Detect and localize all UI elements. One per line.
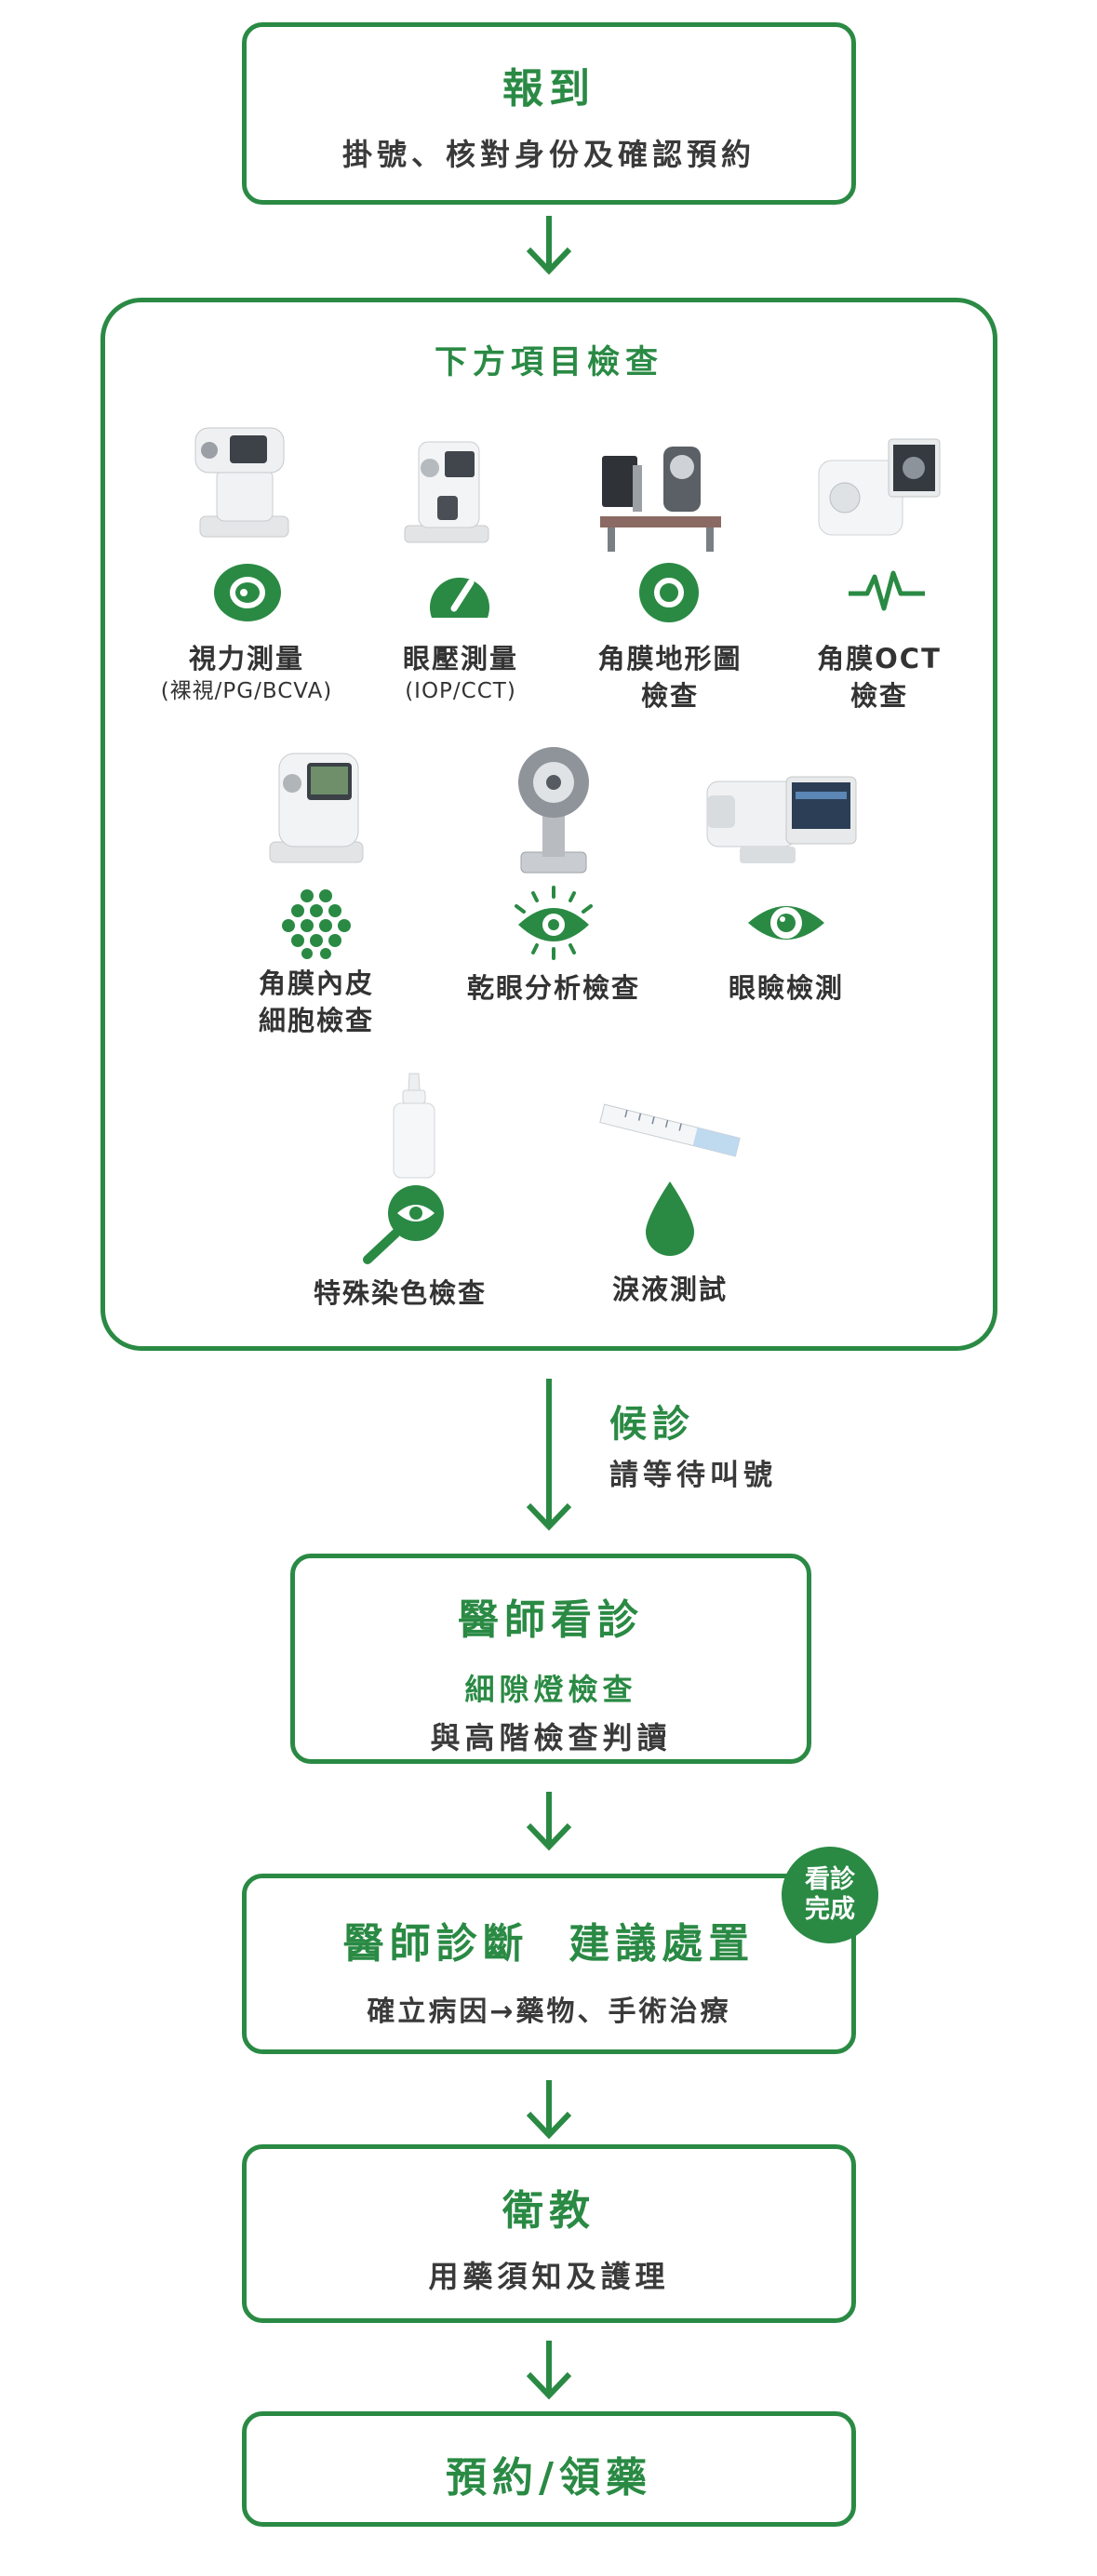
education-subtitle: 用藥須知及護理 <box>428 2259 670 2294</box>
arrow-down-icon <box>526 2341 572 2400</box>
final-title: 預約/領藥 <box>445 2454 653 2502</box>
checkin-title: 報到 <box>502 65 595 113</box>
exam-label-endothelium: 角膜內皮 細胞檢查 <box>209 965 423 1039</box>
gauge-icon <box>430 577 489 618</box>
diagnosis-subtitle: 確立病因→藥物、手術治療 <box>367 1995 731 2028</box>
test-strip-image <box>599 1103 741 1157</box>
exam-label-iop-text: 眼壓測量 <box>402 643 518 674</box>
exam-label-tear-text: 淚液測試 <box>611 1274 728 1305</box>
diagnosis-box: 醫師診斷 建議處置 確立病因→藥物、手術治療 <box>242 1874 856 2054</box>
checkin-subtitle: 掛號、核對身份及確認預約 <box>341 137 756 172</box>
exam-label-staining-text: 特殊染色檢查 <box>313 1277 487 1309</box>
exam-label-topography: 角膜地形圖 檢查 <box>558 640 782 714</box>
target-ring-icon <box>639 563 699 622</box>
arrow-down-icon <box>526 1792 572 1851</box>
education-title: 衛教 <box>502 2187 595 2235</box>
exam-panel-title: 下方項目檢查 <box>434 344 663 381</box>
autorefractor-image <box>194 427 289 538</box>
exam-label-dry-eye-text: 乾眼分析檢查 <box>466 972 640 1004</box>
checkin-box: 報到 掛號、核對身份及確認預約 <box>242 22 856 205</box>
pulse-line-icon <box>849 570 925 611</box>
exam-label-staining: 特殊染色檢查 <box>279 1275 521 1312</box>
exam-label-topography-line2: 檢查 <box>640 680 699 712</box>
tonometer-image <box>404 441 489 543</box>
arrow-down-icon <box>526 2080 572 2140</box>
eye-circle-icon <box>214 564 281 621</box>
droplet-icon <box>646 1181 694 1256</box>
eye-rays-icon <box>515 886 593 960</box>
dry-eye-analyzer-image <box>518 747 589 874</box>
waiting-title: 候診 <box>609 1403 695 1446</box>
eye-icon <box>748 906 824 940</box>
exam-label-eyelid: 眼瞼檢測 <box>689 969 884 1007</box>
eyelid-scanner-image <box>706 776 857 863</box>
specular-microscope-image <box>269 753 364 863</box>
doctor-title: 醫師看診 <box>458 1596 644 1644</box>
completed-badge-text: 看診完成 <box>805 1865 855 1924</box>
oct-scanner-image <box>818 438 941 536</box>
exam-label-oct-line1: 角膜OCT <box>817 643 942 674</box>
doctor-line1: 細隙燈檢查 <box>464 1672 637 1707</box>
exam-label-endothelium-line1: 角膜內皮 <box>258 968 374 999</box>
exam-label-vision-text: 視力測量 <box>188 643 304 674</box>
exam-label-oct-line2: 檢查 <box>850 680 908 712</box>
magnifier-eye-icon <box>363 1185 444 1264</box>
cell-cluster-icon <box>282 889 351 959</box>
diagnosis-title: 醫師診斷 建議處置 <box>342 1920 756 1968</box>
arrow-down-icon <box>526 1379 572 1531</box>
waiting-subtitle: 請等待叫號 <box>609 1459 777 1492</box>
exam-label-dry-eye: 乾眼分析檢查 <box>437 969 670 1007</box>
exam-note-iop: (IOP/CCT) <box>405 679 516 703</box>
final-box: 預約/領藥 <box>242 2411 856 2527</box>
exam-label-eyelid-text: 眼瞼檢測 <box>728 972 844 1004</box>
exam-note-vision: (裸視/PG/BCVA) <box>160 679 333 703</box>
exam-label-endothelium-line2: 細胞檢查 <box>258 1005 374 1036</box>
topographer-image <box>600 447 721 552</box>
doctor-box: 醫師看診 細隙燈檢查 與高階檢查判讀 <box>290 1554 811 1764</box>
arrow-down-icon <box>526 216 572 275</box>
dye-bottle-image <box>393 1073 435 1179</box>
completed-badge: 看診完成 <box>782 1847 878 1943</box>
exam-label-topography-line1: 角膜地形圖 <box>597 643 742 674</box>
exam-label-tear: 淚液測試 <box>572 1271 768 1308</box>
exam-label-oct: 角膜OCT 檢查 <box>777 640 982 714</box>
exam-label-iop: 眼壓測量 (IOP/CCT) <box>344 640 577 705</box>
education-box: 衛教 用藥須知及護理 <box>242 2144 856 2323</box>
exam-label-vision: 視力測量 (裸視/PG/BCVA) <box>130 640 363 705</box>
doctor-line2: 與高階檢查判讀 <box>430 1720 672 1755</box>
